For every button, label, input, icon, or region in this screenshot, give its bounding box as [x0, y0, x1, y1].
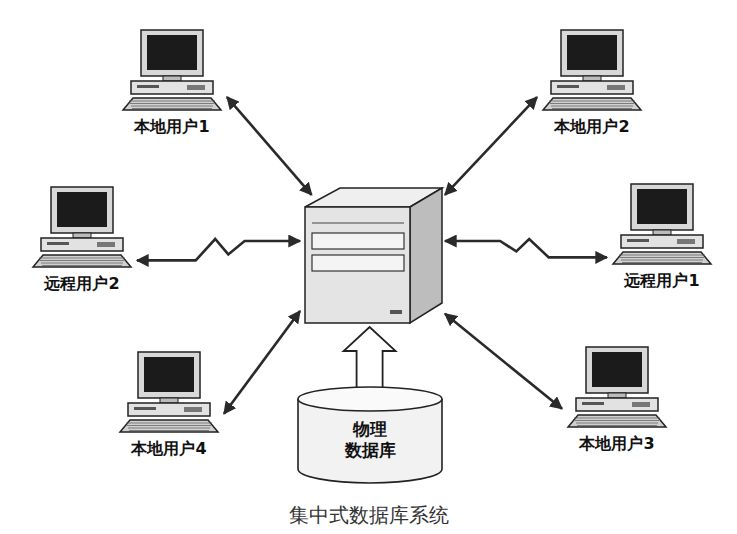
server-node: [300, 185, 445, 325]
user-label: 远程用户1: [605, 271, 719, 292]
computer-node: 本地用户4: [112, 350, 226, 460]
user-label: 远程用户2: [25, 274, 139, 295]
computer-icon: [537, 28, 647, 113]
block-arrow: [344, 327, 396, 395]
computer-icon: [607, 182, 717, 267]
computer-node: 远程用户1: [605, 182, 719, 292]
computer-node: 远程用户2: [25, 185, 139, 295]
user-label: 本地用户4: [112, 439, 226, 460]
user-label: 本地用户2: [535, 117, 649, 138]
local-link: [445, 314, 562, 409]
local-link: [224, 311, 300, 414]
user-label: 本地用户3: [560, 434, 674, 455]
computer-icon: [27, 185, 137, 270]
remote-link: [137, 239, 300, 260]
computer-node: 本地用户1: [115, 28, 229, 138]
server-icon: [300, 185, 445, 325]
computer-node: 本地用户2: [535, 28, 649, 138]
computer-node: 本地用户3: [560, 345, 674, 455]
computer-icon: [562, 345, 672, 430]
database-node: 物理 数据库: [295, 385, 445, 485]
computer-icon: [114, 350, 224, 435]
user-label: 本地用户1: [115, 117, 229, 138]
local-link: [445, 97, 537, 195]
figure-caption: 集中式数据库系统: [0, 502, 737, 529]
computer-icon: [117, 28, 227, 113]
database-label: 物理 数据库: [342, 419, 398, 462]
remote-link: [445, 239, 607, 257]
local-link: [227, 97, 312, 195]
